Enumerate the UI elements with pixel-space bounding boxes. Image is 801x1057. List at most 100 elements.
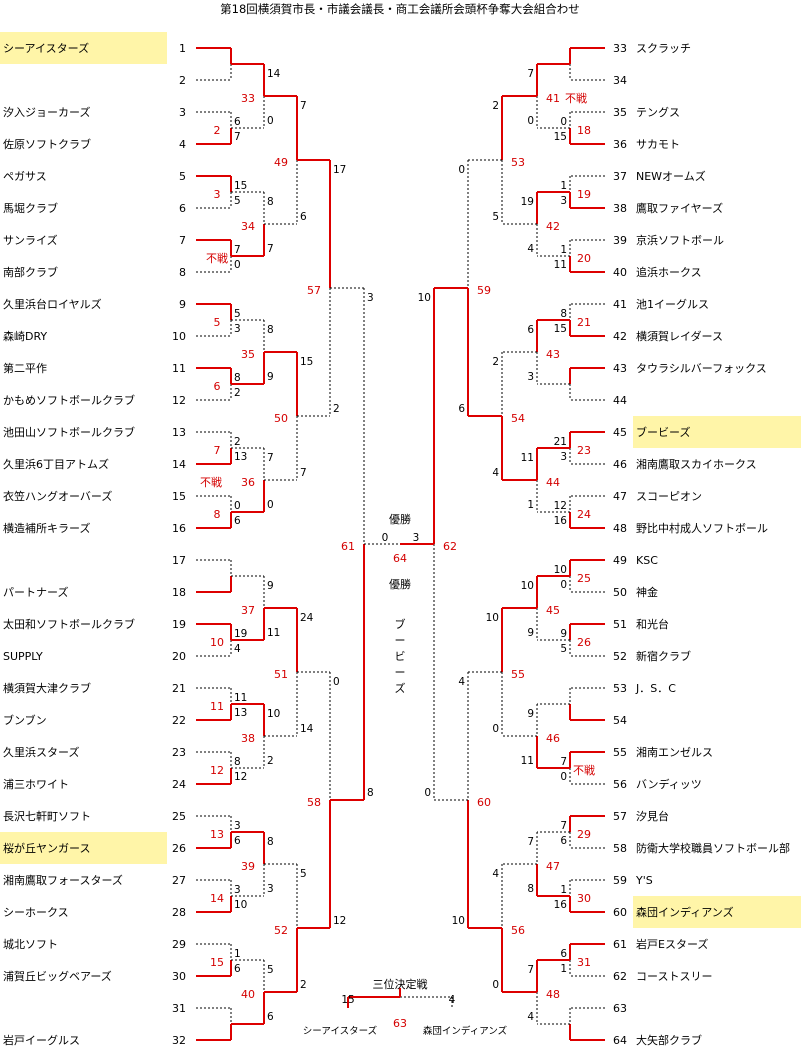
match-score: 6: [234, 963, 241, 975]
match-number: 40: [241, 988, 255, 1001]
team-seed: 48: [613, 522, 627, 535]
third-left-name: シーアイスターズ: [303, 1025, 378, 1037]
team-seed: 14: [172, 458, 186, 471]
team-seed: 63: [613, 1002, 627, 1015]
team-name: 城北ソフト: [3, 938, 58, 951]
match-score: 7: [527, 964, 534, 976]
team-seed: 55: [613, 746, 627, 759]
third-place-label: 三位決定戦: [373, 977, 428, 991]
team-seed: 53: [613, 682, 627, 695]
match-score: 0: [267, 115, 274, 127]
match-score: 7: [267, 452, 274, 464]
match-number: 31: [577, 956, 591, 969]
team-name: 南部クラブ: [3, 265, 58, 279]
team-name: 鷹取ファイヤーズ: [636, 201, 723, 215]
team-name: ブービーズ: [636, 425, 690, 439]
team-name: 横造補所キラーズ: [3, 521, 90, 535]
champion-label: 優勝: [389, 577, 411, 591]
match-score: 10: [486, 612, 499, 624]
match-number: 37: [241, 604, 255, 617]
match-number: 48: [546, 988, 560, 1001]
team-seed: 50: [613, 586, 627, 599]
team-seed: 10: [172, 330, 186, 343]
match-number: 3: [214, 188, 221, 201]
match-number: 47: [546, 860, 560, 873]
team-name: タウラシルバーフォックス: [636, 362, 767, 375]
match-score: 6: [234, 515, 241, 527]
match-score: 15: [554, 131, 567, 143]
team-seed: 30: [172, 970, 186, 983]
match-number: 43: [546, 348, 560, 361]
team-seed: 5: [179, 170, 186, 183]
team-seed: 56: [613, 778, 627, 791]
team-name: 森崎DRY: [3, 329, 47, 343]
team-name: 神金: [636, 585, 658, 599]
team-seed: 59: [613, 874, 627, 887]
match-score: 24: [300, 612, 314, 624]
match-score: 1: [234, 948, 241, 960]
match-number: 46: [546, 732, 560, 745]
match-score: 19: [521, 196, 534, 208]
match-number: 6: [214, 380, 221, 393]
team-seed: 54: [613, 714, 627, 727]
match-score: 12: [554, 500, 567, 512]
team-seed: 17: [172, 554, 186, 567]
team-seed: 38: [613, 202, 627, 215]
match-score: 8: [527, 883, 534, 895]
match-score: 0: [234, 500, 241, 512]
match-score: 6: [560, 835, 567, 847]
match-number: 56: [511, 924, 525, 937]
match-score: 5: [492, 211, 499, 223]
match-score: 10: [418, 292, 431, 304]
match-score: 10: [234, 899, 247, 911]
match-score: 8: [267, 196, 274, 208]
final-match-number: 64: [393, 552, 407, 565]
match-score: 8: [234, 756, 241, 768]
team-name: 池1イーグルス: [636, 297, 709, 311]
team-seed: 49: [613, 554, 627, 567]
match-score: 9: [267, 580, 274, 592]
match-number: 41: [546, 92, 560, 105]
team-seed: 27: [172, 874, 186, 887]
match-score: 17: [333, 164, 346, 176]
team-seed: 31: [172, 1002, 186, 1015]
match-number: 19: [577, 188, 591, 201]
team-seed: 20: [172, 650, 186, 663]
champion-name-vertical: ブービーズ: [395, 617, 406, 695]
match-score: 3: [527, 371, 534, 383]
team-name: 和光台: [636, 617, 669, 631]
match-score: 7: [560, 820, 567, 832]
final-label: 優勝: [389, 512, 411, 526]
team-name: 衣笠ハングオーバーズ: [3, 489, 112, 503]
team-name: 久里浜6丁目アトムズ: [3, 457, 109, 471]
team-name: SUPPLY: [3, 650, 43, 663]
match-score: 3: [560, 195, 567, 207]
match-number: 30: [577, 892, 591, 905]
team-seed: 3: [179, 106, 186, 119]
match-score: 8: [560, 308, 567, 320]
match-score: 5: [300, 868, 307, 880]
match-number: 7: [214, 444, 221, 457]
team-seed: 9: [179, 298, 186, 311]
match-number: 不戦: [573, 764, 595, 777]
match-score: 7: [527, 68, 534, 80]
team-seed: 8: [179, 266, 186, 279]
team-seed: 51: [613, 618, 627, 631]
match-number-note: 不戦: [565, 92, 587, 105]
match-number: 23: [577, 444, 591, 457]
team-seed: 32: [172, 1034, 186, 1047]
team-seed: 61: [613, 938, 627, 951]
team-name: 太田和ソフトボールクラブ: [3, 617, 135, 631]
match-score: 15: [300, 356, 313, 368]
match-score: 0: [267, 499, 274, 511]
team-name: 野比中村成人ソフトボール: [636, 521, 768, 535]
match-number: 59: [477, 284, 491, 297]
match-score: 16: [554, 515, 568, 527]
match-score: 5: [234, 308, 241, 320]
match-number: 33: [241, 92, 255, 105]
team-name: 池田山ソフトボールクラブ: [3, 425, 135, 439]
match-score: 13: [234, 451, 247, 463]
match-score: 3: [234, 323, 241, 335]
champion-name-char: ブ: [395, 617, 406, 631]
